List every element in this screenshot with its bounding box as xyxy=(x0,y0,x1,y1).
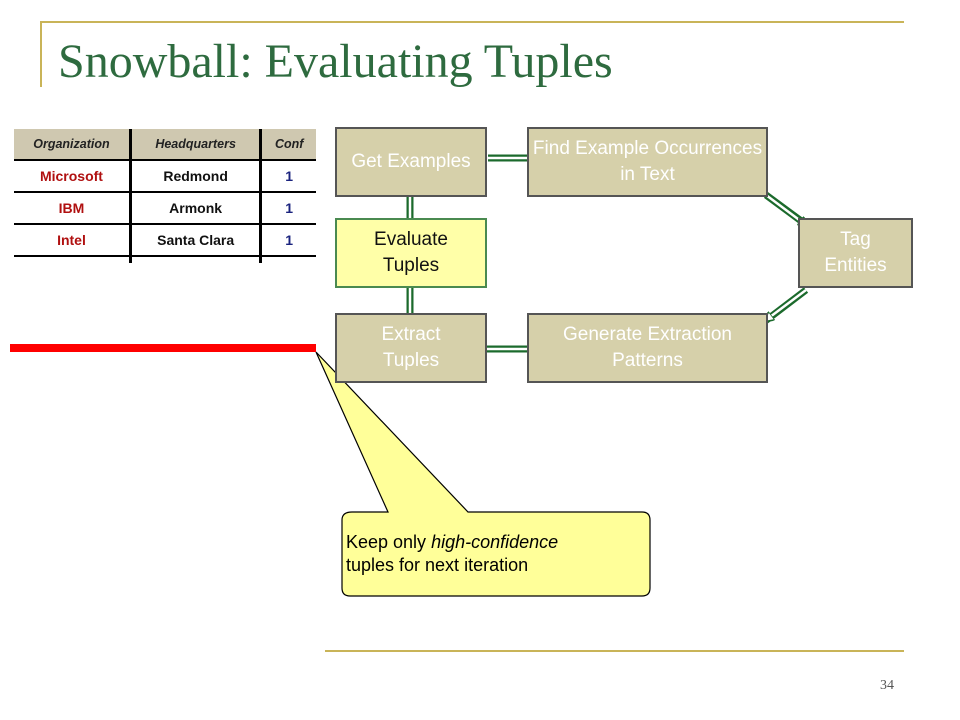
column-header: Organization xyxy=(14,129,131,161)
table-row: Microsoft Redmond 1 xyxy=(14,160,316,193)
table-row-partial xyxy=(14,256,316,263)
callout-text-emphasis: high-confidence xyxy=(431,532,559,552)
cell-headquarters: Armonk xyxy=(128,192,261,225)
node-extract-tuples: Extract Tuples xyxy=(335,313,487,383)
table-row: Intel Santa Clara 1 xyxy=(14,224,316,257)
column-header: Conf xyxy=(259,129,316,161)
cell-conf: 1 xyxy=(259,224,316,257)
cell-headquarters: Santa Clara xyxy=(128,224,261,257)
node-evaluate-tuples: Evaluate Tuples xyxy=(335,218,487,288)
cell-organization: Microsoft xyxy=(14,160,131,193)
table-row: IBM Armonk 1 xyxy=(14,192,316,225)
cell-organization: Intel xyxy=(14,224,131,257)
callout-bubble xyxy=(315,351,651,597)
node-get-examples: Get Examples xyxy=(335,127,487,197)
tuples-table: Organization Headquarters Conf Microsoft… xyxy=(14,129,316,263)
cell-organization: IBM xyxy=(14,192,131,225)
column-header: Headquarters xyxy=(128,129,261,161)
top-rule xyxy=(40,21,904,23)
slide-title: Snowball: Evaluating Tuples xyxy=(58,35,613,88)
page-number: 34 xyxy=(880,678,894,693)
confidence-cutoff-line xyxy=(10,344,316,352)
cell-conf: 1 xyxy=(259,192,316,225)
left-rule xyxy=(40,21,42,87)
cell-headquarters: Redmond xyxy=(128,160,261,193)
bottom-rule xyxy=(325,650,904,652)
node-find-occurrences: Find Example Occurrences in Text xyxy=(527,127,768,197)
node-generate-patterns: Generate Extraction Patterns xyxy=(527,313,768,383)
table-header-row: Organization Headquarters Conf xyxy=(14,129,316,161)
callout-text-plain: Keep only xyxy=(346,532,432,552)
node-tag-entities: Tag Entities xyxy=(798,218,913,288)
callout-text: Keep only high-confidence tuples for nex… xyxy=(346,531,646,578)
callout-text-rest: tuples for next iteration xyxy=(346,555,529,576)
cell-conf: 1 xyxy=(259,160,316,193)
arrow-tag-to-generate xyxy=(761,287,809,325)
